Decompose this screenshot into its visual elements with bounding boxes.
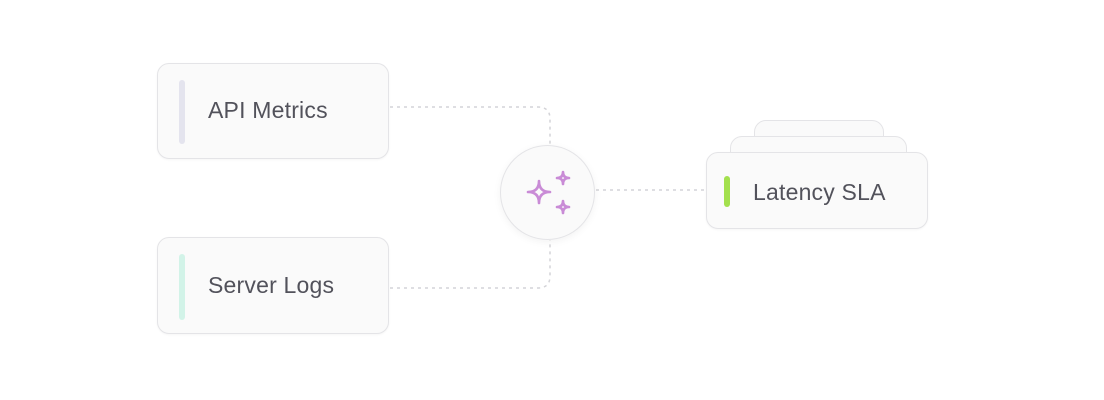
target-label: Latency SLA [753, 179, 886, 205]
connector-api-to-hub [390, 106, 551, 145]
source-node-api-metrics[interactable]: API Metrics [157, 63, 389, 159]
target-accent-bar [724, 176, 730, 207]
target-node-latency-sla[interactable]: Latency SLA [706, 152, 928, 229]
source-label: Server Logs [208, 272, 335, 298]
ai-hub-node[interactable] [500, 145, 595, 240]
source-accent-bar [179, 80, 185, 144]
sparkles-icon [526, 170, 571, 215]
source-label: API Metrics [208, 97, 328, 123]
source-accent-bar [179, 254, 185, 320]
source-node-server-logs[interactable]: Server Logs [157, 237, 389, 334]
connector-logs-to-hub [390, 240, 551, 289]
